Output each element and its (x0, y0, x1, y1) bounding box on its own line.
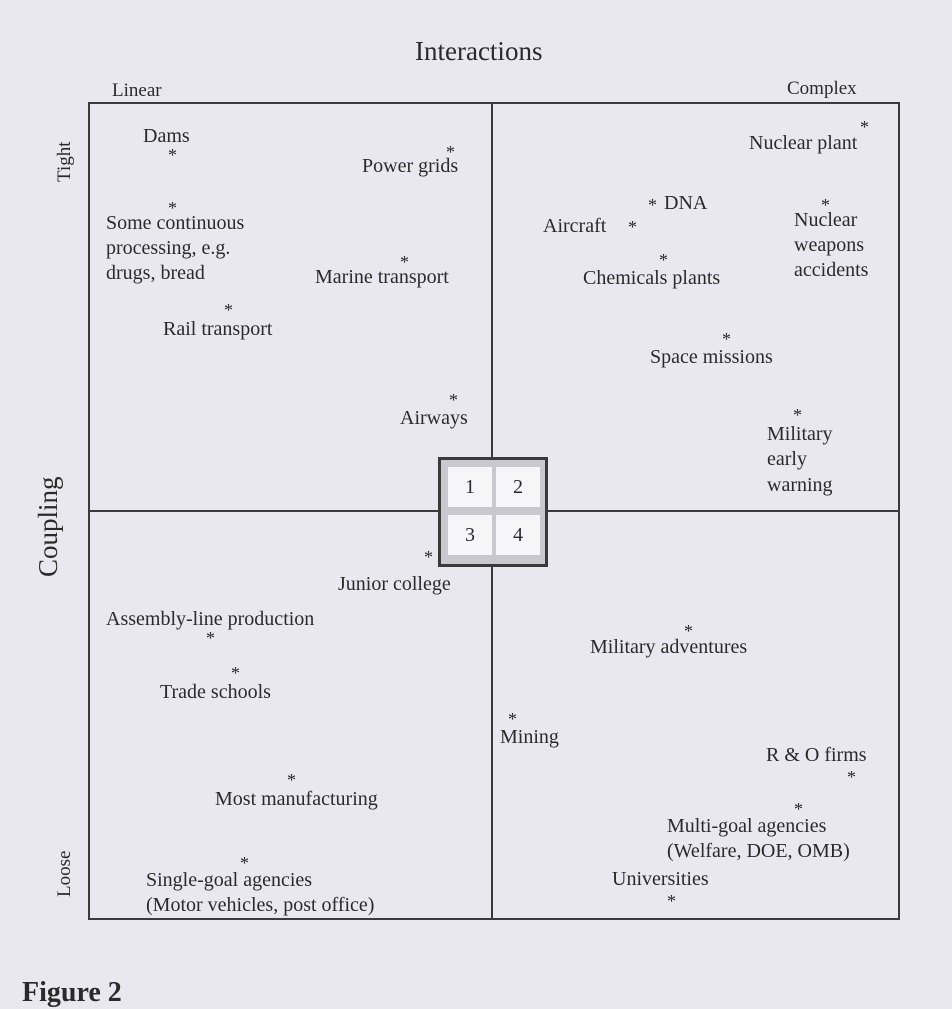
item-single-goal-1: Single-goal agencies (146, 869, 313, 891)
coupling-label: Coupling (33, 476, 63, 577)
item-military-warning-2: early (767, 448, 807, 470)
item-multi-goal-1: Multi-goal agencies (667, 815, 827, 837)
marker: * (667, 891, 676, 911)
marker: * (684, 621, 693, 641)
item-most-manufacturing: Most manufacturing (215, 788, 378, 810)
item-chemical-plants: Chemicals plants (583, 267, 721, 289)
item-junior-college: Junior college (338, 573, 451, 595)
marker: * (424, 547, 433, 567)
marker: * (224, 300, 233, 320)
item-nuclear-weapons-1: Nuclear (794, 209, 858, 231)
loose-label: Loose (54, 850, 75, 897)
item-continuous-processing-2: processing, e.g. (106, 237, 231, 259)
item-multi-goal-2: (Welfare, DOE, OMB) (667, 840, 850, 862)
marker: * (628, 217, 637, 237)
marker: * (821, 195, 830, 215)
item-mining: Mining (500, 726, 559, 748)
item-military-adventures: Military adventures (590, 636, 748, 658)
item-universities: Universities (612, 868, 709, 890)
item-rd-firms: R & O firms (766, 744, 867, 766)
marker: * (446, 142, 455, 162)
marker: * (240, 853, 249, 873)
item-continuous-processing-1: Some continuous (106, 212, 245, 234)
marker: * (794, 799, 803, 819)
item-power-grids: Power grids (362, 155, 459, 177)
marker: * (860, 117, 869, 137)
item-dams: Dams (143, 125, 190, 147)
item-aircraft: Aircraft (543, 215, 607, 237)
item-military-warning-1: Military (767, 423, 833, 445)
item-airways: Airways (400, 407, 468, 429)
item-continuous-processing-3: drugs, bread (106, 262, 205, 284)
item-nuclear-weapons-3: accidents (794, 259, 869, 281)
marker: * (847, 767, 856, 787)
marker: * (722, 329, 731, 349)
item-nuclear-weapons-2: weapons (794, 234, 864, 256)
marker: * (206, 628, 215, 648)
marker: * (168, 145, 177, 165)
marker: * (449, 390, 458, 410)
item-nuclear-plant: Nuclear plant (749, 132, 858, 154)
figure-caption: Figure 2 (22, 977, 122, 1008)
marker: * (659, 250, 668, 270)
linear-label: Linear (112, 80, 162, 101)
complex-label: Complex (787, 78, 857, 99)
quadrant-2-number: 2 (496, 467, 540, 507)
item-assembly-line: Assembly-line production (106, 608, 315, 630)
item-marine-transport: Marine transport (315, 266, 449, 288)
marker: * (648, 195, 657, 215)
tight-label: Tight (54, 141, 75, 183)
item-trade-schools: Trade schools (160, 681, 271, 703)
item-rail-transport: Rail transport (163, 318, 273, 340)
item-military-warning-3: warning (767, 474, 833, 496)
diagram-title: Interactions (415, 36, 543, 66)
quadrant-1-number: 1 (448, 467, 492, 507)
marker: * (793, 405, 802, 425)
marker: * (287, 770, 296, 790)
item-dna: DNA (664, 192, 708, 214)
marker: * (231, 663, 240, 683)
marker: * (400, 252, 409, 272)
item-space-missions: Space missions (650, 346, 773, 368)
quadrant-3-number: 3 (448, 515, 492, 555)
quadrant-4-number: 4 (496, 515, 540, 555)
marker: * (508, 709, 517, 729)
marker: * (168, 198, 177, 218)
item-single-goal-2: (Motor vehicles, post office) (146, 894, 375, 916)
